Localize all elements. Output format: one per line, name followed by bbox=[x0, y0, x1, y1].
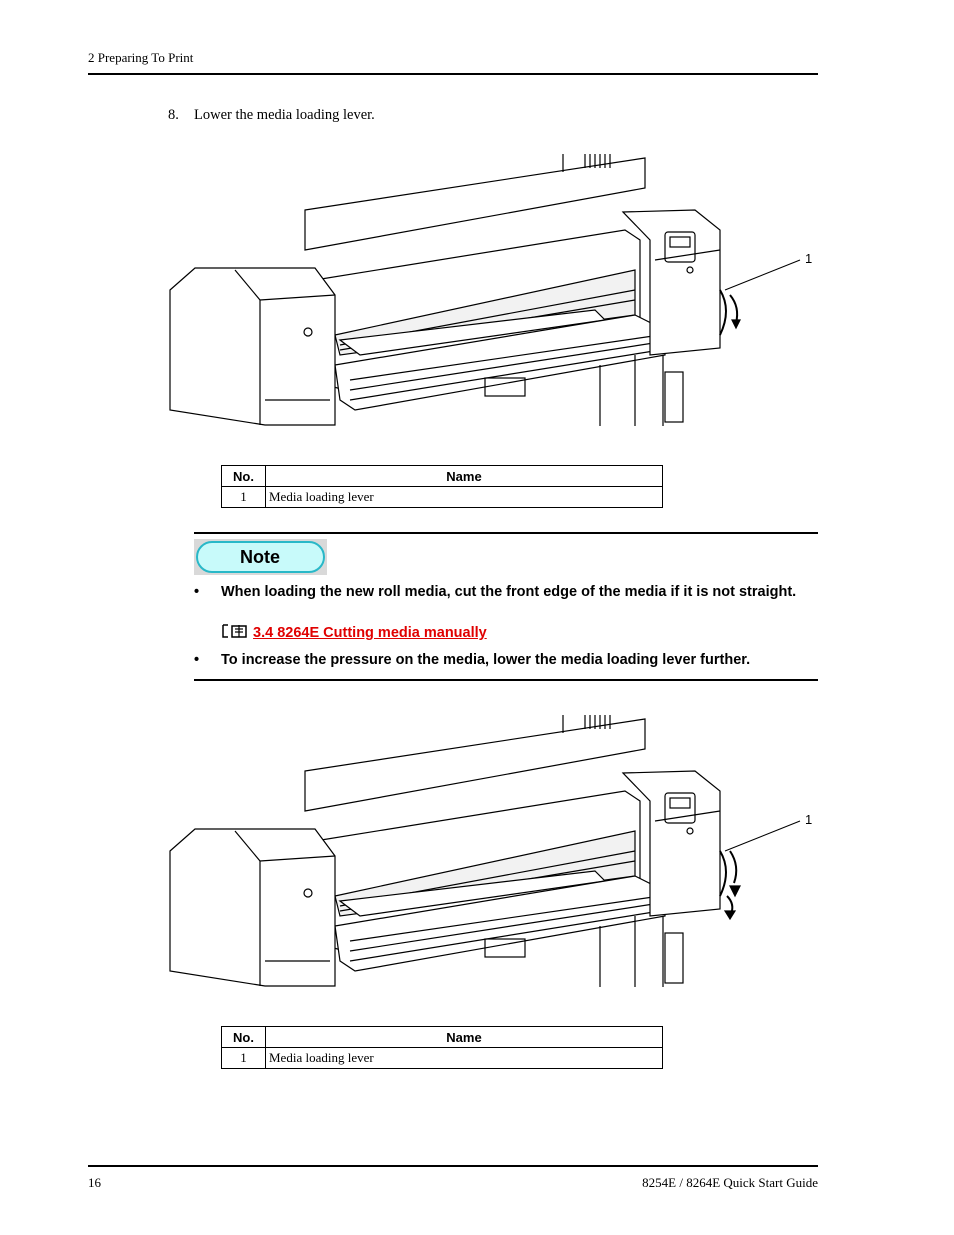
page-number: 16 bbox=[88, 1175, 101, 1190]
table-header-row: No. Name bbox=[221, 465, 663, 487]
cell-no: 1 bbox=[221, 486, 266, 508]
note-bottom-rule bbox=[194, 679, 818, 681]
step-text: Lower the media loading lever. bbox=[194, 107, 375, 123]
note-bullet-text: When loading the new roll media, cut the… bbox=[221, 584, 797, 600]
bullet-marker: • bbox=[194, 652, 200, 668]
printer-illustration-1: 1 bbox=[169, 154, 812, 426]
parts-table-1: No. Name 1 Media loading lever bbox=[221, 465, 663, 508]
cross-reference-link[interactable]: 3.4 8264E Cutting media manually bbox=[253, 625, 487, 641]
cell-name: Media loading lever bbox=[265, 486, 663, 508]
document-title: 8254E / 8264E Quick Start Guide bbox=[642, 1175, 818, 1190]
footer-rule bbox=[88, 1165, 818, 1167]
parts-table-2: No. Name 1 Media loading lever bbox=[221, 1026, 663, 1069]
note-top-rule bbox=[194, 532, 818, 534]
note-bullet-text: To increase the pressure on the media, l… bbox=[221, 652, 751, 668]
bullet-marker: • bbox=[194, 584, 200, 600]
cross-reference: 3.4 8264E Cutting media manually bbox=[221, 623, 487, 641]
step-8: 8. Lower the media loading lever. bbox=[168, 107, 375, 124]
col-header-no: No. bbox=[221, 465, 266, 487]
col-header-no: No. bbox=[221, 1026, 266, 1048]
callout-label-1: 1 bbox=[805, 251, 812, 266]
callout-label-1: 1 bbox=[805, 812, 812, 827]
header-rule bbox=[88, 73, 818, 75]
col-header-name: Name bbox=[265, 1026, 663, 1048]
table-header-row: No. Name bbox=[221, 1026, 663, 1048]
printer-illustration-2: 1 bbox=[169, 715, 812, 987]
table-row: 1 Media loading lever bbox=[221, 486, 663, 508]
book-reference-icon bbox=[222, 624, 247, 638]
table-row: 1 Media loading lever bbox=[221, 1047, 663, 1069]
note-badge-text: Note bbox=[240, 547, 280, 567]
cell-no: 1 bbox=[221, 1047, 266, 1069]
running-header: 2 Preparing To Print bbox=[88, 50, 194, 65]
cell-name: Media loading lever bbox=[265, 1047, 663, 1069]
col-header-name: Name bbox=[265, 465, 663, 487]
step-number: 8. bbox=[168, 107, 179, 123]
note-badge: Note bbox=[194, 539, 327, 575]
